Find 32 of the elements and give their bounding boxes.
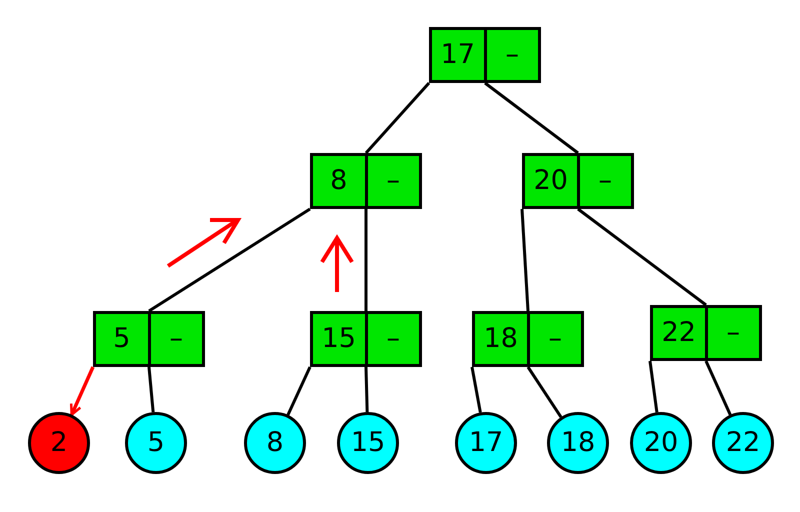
key-cell-text: 8 — [329, 164, 348, 198]
empty-key-cell: – — [364, 156, 419, 206]
tree-node-box — [650, 305, 762, 361]
tree-node-box — [472, 311, 584, 367]
tree-node-box — [429, 27, 541, 83]
key-cell-text: 20 — [532, 164, 569, 198]
key-cell-text: 15 — [320, 322, 357, 356]
tree-link — [364, 366, 369, 412]
empty-key-cell: – — [484, 30, 538, 80]
tree-link — [577, 208, 707, 306]
tree-link — [648, 360, 658, 412]
key-cell-text: 5 — [112, 322, 132, 356]
tree-link — [364, 209, 368, 311]
empty-key-cell: – — [526, 314, 581, 364]
tree-node-box — [310, 153, 422, 209]
tree-link — [470, 366, 482, 413]
key-cell-text: 18 — [482, 322, 519, 356]
tree-link — [148, 208, 311, 312]
empty-key-cell: – — [704, 308, 759, 358]
key-cell-text: 22 — [660, 316, 697, 350]
tree-node-box — [93, 311, 205, 367]
tree-link — [148, 366, 155, 412]
tree-node-box — [310, 311, 422, 367]
empty-key-cell: – — [576, 156, 631, 206]
key-cell-text: 17 — [440, 38, 476, 72]
tree-link — [520, 208, 530, 312]
tree-link — [484, 82, 579, 154]
tree-node-box — [522, 153, 634, 209]
empty-key-cell: – — [148, 314, 202, 364]
tree-link — [526, 366, 562, 418]
empty-key-cell: – — [364, 314, 419, 364]
tree-link — [364, 82, 430, 154]
